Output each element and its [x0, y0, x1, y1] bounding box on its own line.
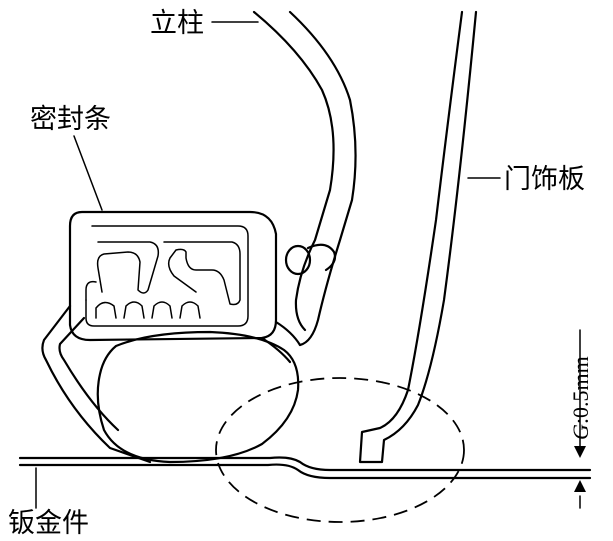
pillar-structure [252, 10, 357, 347]
label-seal: 密封条 [30, 104, 111, 135]
sheet-metal-part [18, 456, 592, 480]
gap-dimension: G:0.5mm [568, 329, 593, 509]
gap-dimension-label: G:0.5mm [568, 356, 593, 440]
label-sheet-metal: 钣金件 [8, 508, 89, 539]
seal-strip [41, 210, 302, 464]
leader-lines [35, 21, 501, 509]
gap-area-ellipse [215, 377, 465, 523]
label-pillar: 立柱 [150, 8, 204, 39]
door-trim-panel [358, 10, 478, 464]
label-trim: 门饰板 [504, 164, 585, 195]
